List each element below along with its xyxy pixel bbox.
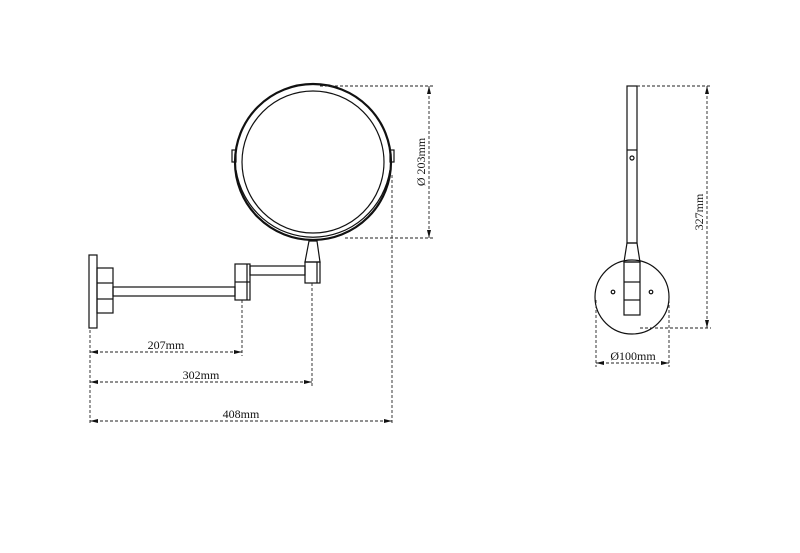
lower-arm	[112, 286, 236, 297]
mirror-lower-rim	[235, 169, 391, 238]
mirror-stem	[304, 240, 321, 263]
dimension-lines	[89, 85, 433, 425]
dim-327-label: 327mm	[692, 193, 706, 230]
side-dimension-lines	[595, 85, 711, 367]
rod-taper	[623, 242, 641, 263]
mirror-glass	[241, 90, 385, 234]
side-base-block	[623, 261, 641, 316]
dim-408-label: 408mm	[223, 407, 260, 421]
upper-arm	[249, 265, 306, 276]
rod-pin	[629, 155, 635, 161]
dim-203-label: Ø 203mm	[414, 137, 428, 186]
stem-block	[304, 261, 321, 284]
wall-base-disc	[594, 259, 670, 335]
dim-100-label: Ø100mm	[610, 349, 656, 363]
screw-hole-left	[610, 289, 616, 295]
wall-plate	[88, 254, 98, 329]
side-view: 327mm Ø100mm	[594, 85, 711, 367]
left-pivot-knob	[231, 149, 237, 163]
dim-207-label: 207mm	[148, 338, 185, 352]
arm-rod	[626, 85, 638, 244]
base-block	[96, 267, 114, 314]
dim-302-label: 302mm	[183, 368, 220, 382]
front-view: 207mm 302mm 408mm Ø 203mm	[88, 82, 433, 425]
right-pivot-knob	[389, 149, 395, 163]
mirror-outer-rim	[233, 82, 393, 242]
screw-hole-right	[648, 289, 654, 295]
